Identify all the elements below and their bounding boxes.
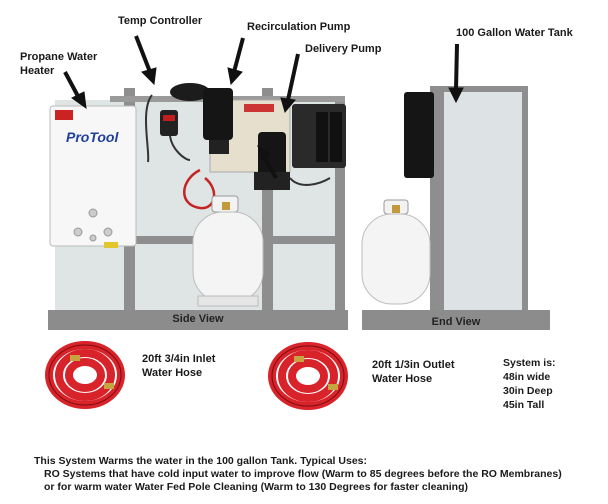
arrow — [454, 43, 459, 91]
controller-cable — [145, 94, 153, 163]
heater-knob — [89, 234, 97, 242]
system-depth: 30in Deep — [503, 385, 553, 397]
hose-fitting — [328, 384, 338, 390]
arrow-head — [257, 144, 271, 161]
arrow-head — [448, 87, 464, 104]
end-pump — [404, 92, 434, 178]
system-title: System is: — [503, 357, 556, 369]
system-height: 45in Tall — [503, 399, 545, 411]
heater-knob — [88, 208, 98, 218]
control-module — [316, 112, 328, 162]
propane-valve — [222, 202, 230, 210]
heater-label — [104, 242, 118, 248]
delivery-pump — [258, 132, 286, 176]
propane-tank — [361, 213, 431, 305]
black-wire — [289, 177, 331, 186]
plate-fitting — [244, 104, 274, 112]
recirculation-pump — [203, 88, 233, 140]
inlet-hose — [45, 341, 125, 409]
callout-arrows — [63, 35, 464, 179]
temp-controller — [160, 110, 178, 136]
controller-cable — [169, 135, 191, 161]
arrow-head — [227, 67, 243, 86]
label-recirculation-pump: Recirculation Pump — [247, 21, 351, 33]
system-width: 48in wide — [503, 371, 551, 383]
label-inlet-hose: 20ft 3/4in Inlet Water Hose — [142, 353, 216, 379]
hose-fitting — [104, 383, 114, 389]
pump-base — [209, 140, 229, 154]
propane-valve — [392, 205, 400, 213]
description-line-3: or for warm water Water Fed Pole Cleanin… — [44, 481, 468, 493]
arrow — [286, 53, 300, 101]
label-outlet-hose: 20ft 1/3in Outlet Water Hose — [372, 359, 455, 385]
label-side-view: Side View — [172, 313, 224, 325]
heater-badge — [55, 110, 73, 120]
red-wire — [183, 168, 216, 210]
control-module — [330, 112, 342, 162]
pump-base — [254, 172, 290, 190]
label-propane-heater: Propane Water Heater — [20, 51, 98, 77]
hose-fitting — [70, 355, 80, 361]
propane-foot — [197, 295, 259, 307]
outlet-hose — [268, 342, 348, 410]
arrow-head — [280, 97, 296, 114]
heater-knob — [73, 227, 83, 237]
arrow — [134, 35, 152, 73]
tank-lid — [170, 83, 210, 101]
description-line-1: This System Warms the water in the 100 g… — [34, 455, 367, 467]
side-view-base — [48, 310, 348, 330]
propane-tank — [192, 211, 264, 303]
arrow-head — [71, 91, 87, 110]
frame-post — [262, 88, 273, 312]
label-delivery-pump: Delivery Pump — [305, 43, 382, 55]
heater-brand-text: ProTool — [66, 129, 119, 145]
description-line-2: RO Systems that have cold input water to… — [44, 468, 562, 480]
arrow — [232, 37, 245, 73]
label-end-view: End View — [431, 316, 481, 328]
frame-post — [335, 100, 345, 312]
arrow-head — [141, 67, 157, 86]
label-water-tank: 100 Gallon Water Tank — [456, 27, 573, 39]
heater-knob — [103, 227, 113, 237]
hose-fitting — [294, 356, 304, 362]
propane-water-heater — [49, 105, 137, 247]
end-tank-body — [444, 92, 522, 314]
controller-display — [163, 115, 175, 121]
label-temp-controller: Temp Controller — [118, 15, 203, 27]
end-view-base — [362, 310, 550, 330]
system-specs: System is: 48in wide 30in Deep 45in Tall — [503, 356, 556, 412]
arrow — [261, 154, 278, 179]
